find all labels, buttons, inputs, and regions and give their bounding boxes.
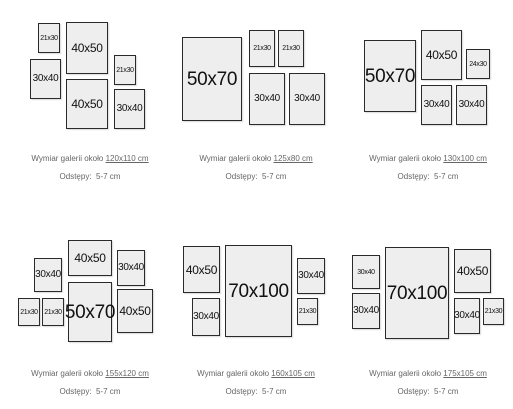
gallery-size-link[interactable]: 125x80 cm — [273, 154, 313, 163]
frame: 30x40 — [249, 73, 285, 125]
frame: 70x100 — [225, 245, 292, 337]
frame: 30x40 — [117, 250, 145, 286]
gallery-size-caption: Wymiar galerii około 155x120 cm — [31, 369, 149, 378]
frame: 40x50 — [183, 246, 220, 293]
frame: 40x50 — [68, 240, 112, 276]
frame: 40x50 — [421, 30, 462, 80]
gallery-size-link[interactable]: 175x105 cm — [443, 369, 487, 378]
frame: 24x30 — [466, 49, 490, 79]
frame: 30x40 — [30, 59, 61, 99]
frame: 30x40 — [421, 85, 452, 125]
gallery-spacing-caption: Odstępy: 5-7 cm — [59, 172, 121, 181]
frame: 21x30 — [297, 298, 318, 325]
frame: 30x40 — [34, 258, 62, 292]
frame: 40x50 — [117, 289, 153, 333]
gallery-size-caption: Wymiar galerii około 120x110 cm — [31, 154, 149, 163]
gallery-spacing-caption: Odstępy: 5-7 cm — [397, 387, 459, 396]
gallery-spacing-caption: Odstępy: 5-7 cm — [397, 172, 459, 181]
gallery-size-caption: Wymiar galerii około 130x100 cm — [369, 154, 487, 163]
frame: 50x70 — [65, 282, 115, 342]
frame: 70x100 — [385, 247, 449, 339]
frame: 50x70 — [182, 37, 242, 121]
gallery-size-caption: Wymiar galerii około 160x105 cm — [197, 369, 315, 378]
frame: 30x40 — [297, 258, 325, 294]
gallery-spacing-caption: Odstępy: 5-7 cm — [59, 387, 121, 396]
gallery-size-caption: Wymiar galerii około 125x80 cm — [199, 154, 313, 163]
frame: 21x30 — [114, 55, 136, 85]
gallery-size-link[interactable]: 130x100 cm — [443, 154, 487, 163]
frame: 30x40 — [456, 85, 487, 125]
frame: 21x30 — [483, 298, 504, 325]
frame: 21x30 — [278, 30, 304, 67]
frame: 21x30 — [42, 298, 64, 326]
frame: 21x30 — [18, 298, 40, 326]
frame: 50x70 — [364, 40, 416, 112]
frame: 40x50 — [66, 22, 108, 74]
frame: 21x30 — [249, 30, 275, 67]
gallery-size-caption: Wymiar galerii około 175x105 cm — [369, 369, 487, 378]
frame: 21x30 — [38, 23, 60, 53]
frame: 30x40 — [352, 293, 380, 329]
gallery-size-link[interactable]: 155x120 cm — [105, 369, 149, 378]
frame: 30x40 — [192, 298, 220, 336]
frame: 30x40 — [454, 298, 480, 334]
gallery-size-link[interactable]: 160x105 cm — [271, 369, 315, 378]
gallery-size-link[interactable]: 120x110 cm — [105, 154, 149, 163]
frame: 30x40 — [352, 255, 380, 289]
frame: 40x50 — [66, 79, 108, 129]
gallery-spacing-caption: Odstępy: 5-7 cm — [225, 387, 287, 396]
gallery-spacing-caption: Odstępy: 5-7 cm — [225, 172, 287, 181]
frame: 30x40 — [114, 89, 145, 129]
frame: 30x40 — [289, 73, 325, 125]
frame: 40x50 — [454, 249, 491, 293]
